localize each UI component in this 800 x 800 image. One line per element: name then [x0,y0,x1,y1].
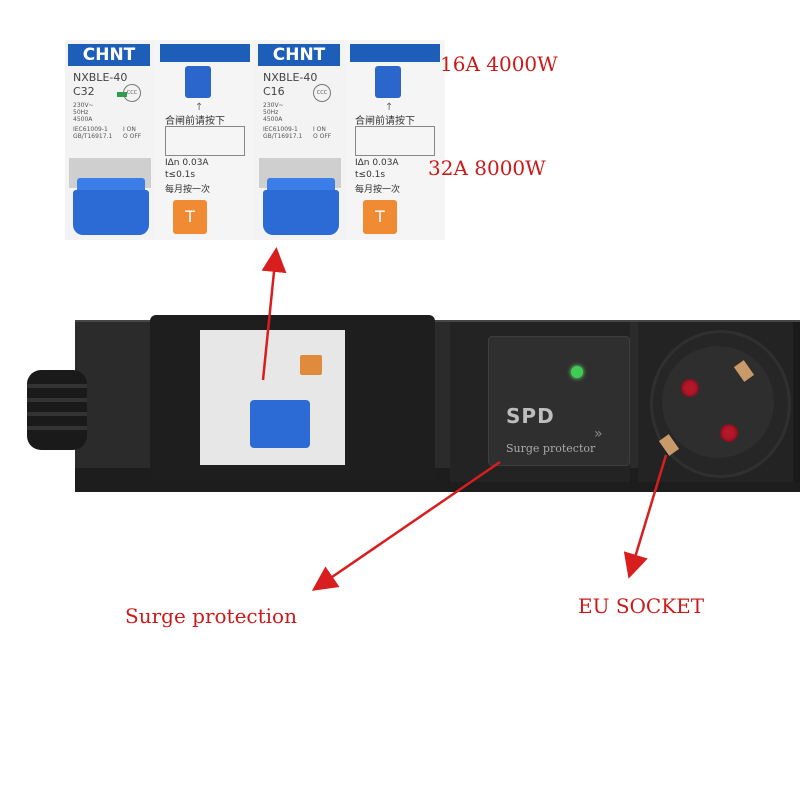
breaker-c32: CHNT NXBLE-40 C32 CCC 230V~ 50Hz 4500A I… [65,40,255,240]
breaker-c32-spec-frequency: 50Hz [73,109,89,116]
pdu-next-module-edge [793,322,800,482]
breaker-c16-test-button[interactable]: T [363,200,397,234]
breaker-c16-spec-capacity: 4500A [263,116,283,123]
breaker-c32-spec-capacity: 4500A [73,116,93,123]
cable-gland-rib [27,398,87,402]
callout-eu-socket: EU SOCKET [578,594,705,618]
breaker-c16-trip-time: t≤0.1s [355,170,386,180]
breaker-c32-trip-time: t≤0.1s [165,170,196,180]
breaker-c16-main-pole: CHNT NXBLE-40 C16 CCC 230V~ 50Hz 4500A I… [255,40,346,240]
breaker-c16: CHNT NXBLE-40 C16 CCC 230V~ 50Hz 4500A I… [255,40,445,240]
breaker-c32-model: NXBLE-40 [73,71,128,84]
mounted-breaker-test-button[interactable] [300,355,322,375]
breaker-c16-on-label: I ON [313,126,326,133]
mounted-breaker-handle[interactable] [250,400,310,448]
cable-gland-rib [27,426,87,430]
breaker-c16-standard-iec: IEC61009-1 [263,126,298,133]
breaker-c32-rating: C32 [73,85,95,98]
breaker-c32-status-dot [117,92,127,97]
arrow-to-socket-label [623,454,668,579]
breaker-c32-standard-gb: GB/T16917.1 [73,133,113,140]
arrow-up-icon: ↑ [195,102,204,113]
socket-pin-hole-right [720,424,738,442]
spd-subtitle: Surge protector [506,442,596,455]
breaker-c32-brand: CHNT [68,44,150,66]
breaker-c32-toggle-handle[interactable] [73,190,149,235]
breaker-c16-spec-frequency: 50Hz [263,109,279,116]
spd-status-led [571,366,583,378]
cable-gland [27,370,87,450]
spd-module [488,336,630,466]
breaker-c16-toggle-handle[interactable] [263,190,339,235]
arrow-up-icon: ↑ [385,102,394,113]
breaker-c32-cn-monthly: 每月按一次 [165,185,211,195]
callout-surge-protection: Surge protection [125,604,297,628]
cable-gland-rib [27,384,87,388]
callout-32a-rating: 32A 8000W [428,156,546,180]
breaker-c16-cn-close-text: 合闸前请按下 [355,116,415,127]
breaker-c32-rcd-reset-button[interactable] [185,66,211,98]
breaker-c16-rating: C16 [263,85,285,98]
breaker-c16-brand: CHNT [258,44,340,66]
wiring-diagram-icon [165,126,245,156]
ccc-mark-icon: CCC [313,84,331,102]
breaker-c16-trip-current: IΔn 0.03A [355,158,399,168]
spd-title: SPD [506,404,555,428]
arrow-to-surge-label [311,460,501,591]
breaker-c32-spec-voltage: 230V~ [73,102,94,109]
eu-socket-face [662,346,774,458]
breaker-c32-standard-iec: IEC61009-1 [73,126,108,133]
chevron-right-icon: » [594,426,603,442]
breaker-c16-model: NXBLE-40 [263,71,318,84]
wiring-diagram-icon [355,126,435,156]
breaker-c16-rcd-brand-strip [350,44,440,62]
cable-gland-rib [27,412,87,416]
breaker-c16-standard-gb: GB/T16917.1 [263,133,303,140]
breaker-c16-cn-monthly: 每月按一次 [355,185,401,195]
breaker-c16-rcd-reset-button[interactable] [375,66,401,98]
breaker-c16-rcd-module: ↑ 合闸前请按下 IΔn 0.03A t≤0.1s 每月按一次 T [345,40,445,240]
breaker-c16-off-label: O OFF [313,133,332,140]
breaker-c32-off-label: O OFF [123,133,142,140]
breaker-c32-on-label: I ON [123,126,136,133]
arrow-to-breakers [261,247,287,381]
breaker-c32-main-pole: CHNT NXBLE-40 C32 CCC 230V~ 50Hz 4500A I… [65,40,156,240]
breaker-c32-cn-close-text: 合闸前请按下 [165,116,225,127]
breaker-c32-rcd-module: ↑ 合闸前请按下 IΔn 0.03A t≤0.1s 每月按一次 T [155,40,255,240]
breaker-c16-spec-voltage: 230V~ [263,102,284,109]
breaker-c32-rcd-brand-strip [160,44,250,62]
callout-16a-rating: 16A 4000W [440,52,558,76]
socket-pin-hole-left [681,379,699,397]
breaker-c32-trip-current: IΔn 0.03A [165,158,209,168]
ccc-mark-icon: CCC [123,84,141,102]
breaker-c32-test-button[interactable]: T [173,200,207,234]
